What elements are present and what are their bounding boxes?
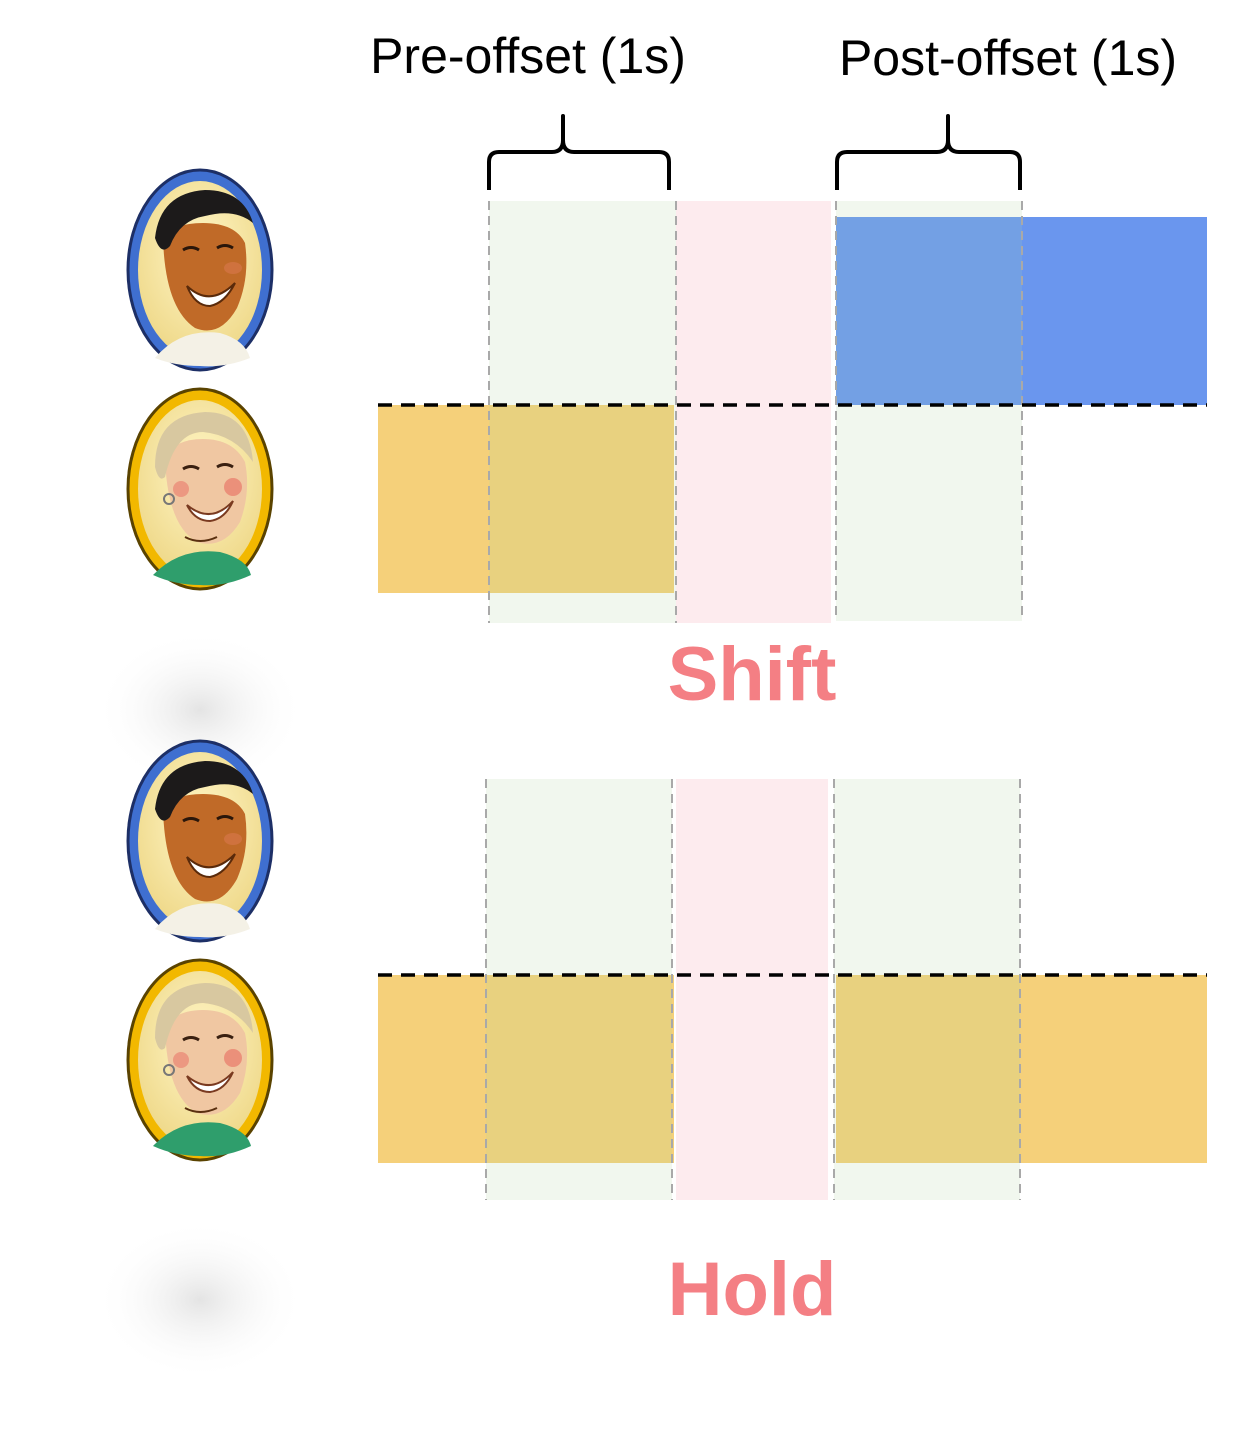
speaker-a-post-overlap — [836, 217, 1022, 405]
shift-label: Shift — [668, 632, 837, 717]
woman-avatar-icon — [126, 387, 274, 591]
post-offset-brace — [835, 114, 1022, 190]
speaker-b-pre-overlap — [486, 975, 672, 1163]
post-offset-label: Post-offset (1s) — [839, 30, 1177, 86]
gap-region — [676, 779, 828, 1200]
pre-offset-label: Pre-offset (1s) — [370, 28, 686, 84]
avatar-shadow — [95, 1220, 305, 1380]
speaker-b-post-overlap — [836, 975, 1020, 1163]
man-avatar-icon — [126, 168, 274, 372]
shift-panel: Shift — [378, 201, 1207, 717]
gap-region — [676, 201, 831, 623]
man-avatar-icon — [126, 739, 274, 943]
pre-offset-brace — [487, 114, 671, 190]
woman-avatar-icon — [126, 958, 274, 1162]
avatar-shadow — [95, 630, 305, 790]
hold-label: Hold — [668, 1247, 837, 1332]
hold-panel: Hold — [378, 779, 1207, 1332]
speaker-b-pre-overlap — [489, 405, 674, 593]
